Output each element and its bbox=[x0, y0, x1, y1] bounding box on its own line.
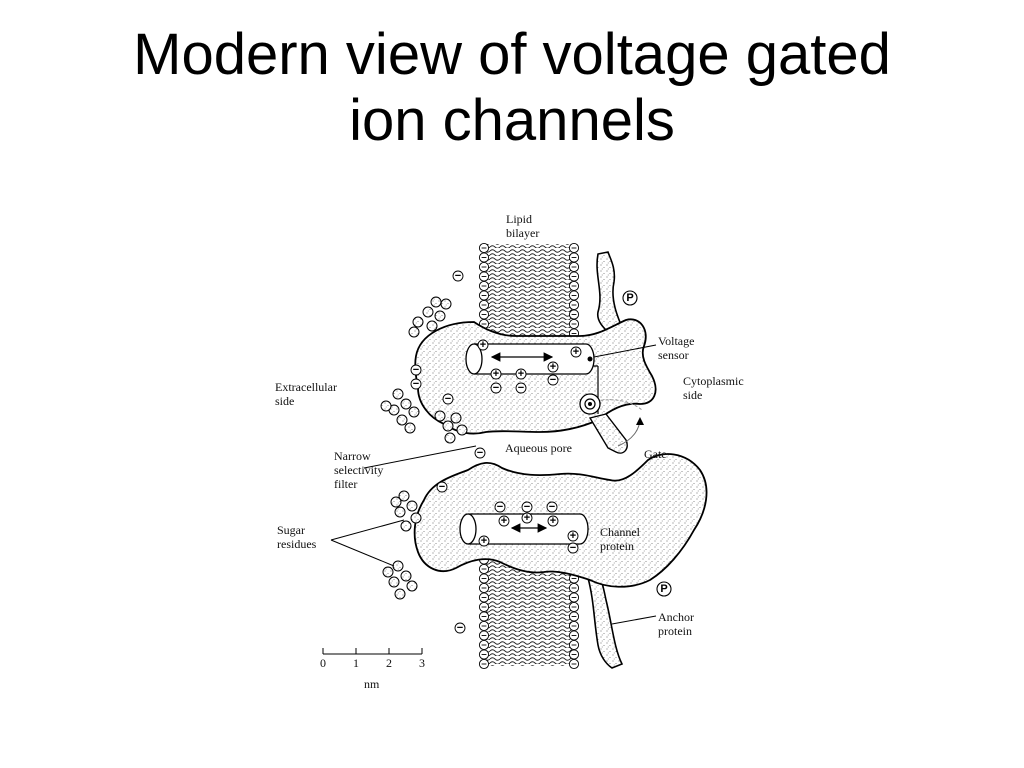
sugar-residue-cluster bbox=[390, 490, 422, 532]
svg-text:−: − bbox=[518, 382, 524, 394]
charge-plus: + bbox=[515, 368, 527, 380]
title-line-2: ion channels bbox=[349, 88, 675, 153]
label-sugar: Sugar bbox=[277, 523, 305, 537]
phosphate-upper: P bbox=[622, 290, 638, 306]
svg-text:−: − bbox=[413, 364, 419, 376]
scale-tick-label: 1 bbox=[353, 656, 359, 670]
charge-plus: + bbox=[521, 512, 533, 524]
scale-unit: nm bbox=[364, 677, 380, 691]
svg-text:P: P bbox=[660, 583, 667, 595]
charge-minus: − bbox=[454, 622, 466, 634]
svg-text:−: − bbox=[497, 501, 503, 513]
gate bbox=[579, 365, 644, 454]
label-lipid: Lipid bbox=[506, 212, 532, 226]
svg-text:+: + bbox=[493, 368, 499, 380]
svg-text:−: − bbox=[550, 374, 556, 386]
svg-text:+: + bbox=[524, 512, 530, 524]
lipid-bilayer-upper bbox=[478, 242, 580, 339]
svg-text:+: + bbox=[518, 368, 524, 380]
sugar-residue-cluster bbox=[380, 388, 420, 434]
svg-text:−: − bbox=[524, 501, 530, 513]
charge-minus: − bbox=[494, 501, 506, 513]
svg-text:+: + bbox=[573, 346, 579, 358]
label-extracellular-side: side bbox=[275, 394, 294, 408]
charge-plus: + bbox=[547, 361, 559, 373]
svg-text:+: + bbox=[481, 535, 487, 547]
charge-plus: + bbox=[477, 339, 489, 351]
label-cytoplasmic: Cytoplasmic bbox=[683, 374, 744, 388]
svg-text:+: + bbox=[480, 339, 486, 351]
label-aqueous-pore: Aqueous pore bbox=[505, 441, 572, 455]
svg-text:−: − bbox=[413, 378, 419, 390]
label-channel: Channel bbox=[600, 525, 641, 539]
slide-title: Modern view of voltage gated ion channel… bbox=[0, 22, 1024, 154]
label-sensor: sensor bbox=[658, 348, 689, 362]
sugar-residue-cluster bbox=[434, 410, 468, 444]
diagram-labels: Lipid bilayer Voltage sensor Cytoplasmic… bbox=[275, 212, 744, 638]
label-anchor: Anchor bbox=[658, 610, 694, 624]
charge-minus: − bbox=[547, 374, 559, 386]
svg-text:P: P bbox=[626, 292, 633, 304]
svg-text:−: − bbox=[445, 393, 451, 405]
label-gate: Gate bbox=[644, 447, 667, 461]
label-residues: residues bbox=[277, 537, 317, 551]
lipid-heads-left-upper bbox=[478, 242, 490, 339]
leader-lines bbox=[330, 344, 657, 625]
charge-minus: − bbox=[521, 501, 533, 513]
charge-minus: − bbox=[410, 378, 422, 390]
label-bilayer: bilayer bbox=[506, 226, 539, 240]
sugar-residue-cluster bbox=[408, 296, 452, 338]
svg-text:+: + bbox=[550, 515, 556, 527]
charge-minus: − bbox=[546, 501, 558, 513]
svg-text:+: + bbox=[550, 361, 556, 373]
charge-minus: − bbox=[436, 481, 448, 493]
scale-tick-label: 2 bbox=[386, 656, 392, 670]
svg-text:−: − bbox=[457, 622, 463, 634]
charge-minus: − bbox=[490, 382, 502, 394]
svg-text:+: + bbox=[570, 530, 576, 542]
svg-text:−: − bbox=[477, 447, 483, 459]
svg-text:−: − bbox=[570, 542, 576, 554]
scale-tick-label: 3 bbox=[419, 656, 425, 670]
charge-minus: − bbox=[474, 447, 486, 459]
charge-plus: + bbox=[547, 515, 559, 527]
sugar-residue-cluster bbox=[382, 560, 418, 600]
label-protein: protein bbox=[600, 539, 634, 553]
voltage-sensor-upper bbox=[465, 343, 595, 375]
anchor-protein-lower bbox=[586, 575, 624, 669]
charge-symbols: + + + + + − − − − − − + + + + − + − − − … bbox=[410, 270, 582, 634]
charge-plus: + bbox=[570, 346, 582, 358]
svg-text:−: − bbox=[549, 501, 555, 513]
label-selectivity: selectivity bbox=[334, 463, 383, 477]
charge-minus: − bbox=[567, 542, 579, 554]
charge-minus: − bbox=[515, 382, 527, 394]
label-extracellular: Extracellular bbox=[275, 380, 337, 394]
svg-text:−: − bbox=[455, 270, 461, 282]
charge-plus: + bbox=[478, 535, 490, 547]
svg-text:+: + bbox=[501, 515, 507, 527]
label-voltage: Voltage bbox=[658, 334, 694, 348]
charge-minus: − bbox=[442, 393, 454, 405]
charge-plus: + bbox=[567, 530, 579, 542]
charge-minus: − bbox=[410, 364, 422, 376]
svg-text:−: − bbox=[493, 382, 499, 394]
phosphate-lower: P bbox=[656, 581, 672, 597]
label-filter: filter bbox=[334, 477, 357, 491]
label-anchor-protein: protein bbox=[658, 624, 692, 638]
title-line-1: Modern view of voltage gated bbox=[133, 22, 891, 87]
label-narrow: Narrow bbox=[334, 449, 371, 463]
scale-tick-label: 0 bbox=[320, 656, 326, 670]
label-cytoplasmic-side: side bbox=[683, 388, 702, 402]
svg-text:−: − bbox=[439, 481, 445, 493]
charge-plus: + bbox=[498, 515, 510, 527]
scale-bar: 0 1 2 3 nm bbox=[320, 648, 425, 691]
charge-minus: − bbox=[452, 270, 464, 282]
charge-plus: + bbox=[490, 368, 502, 380]
